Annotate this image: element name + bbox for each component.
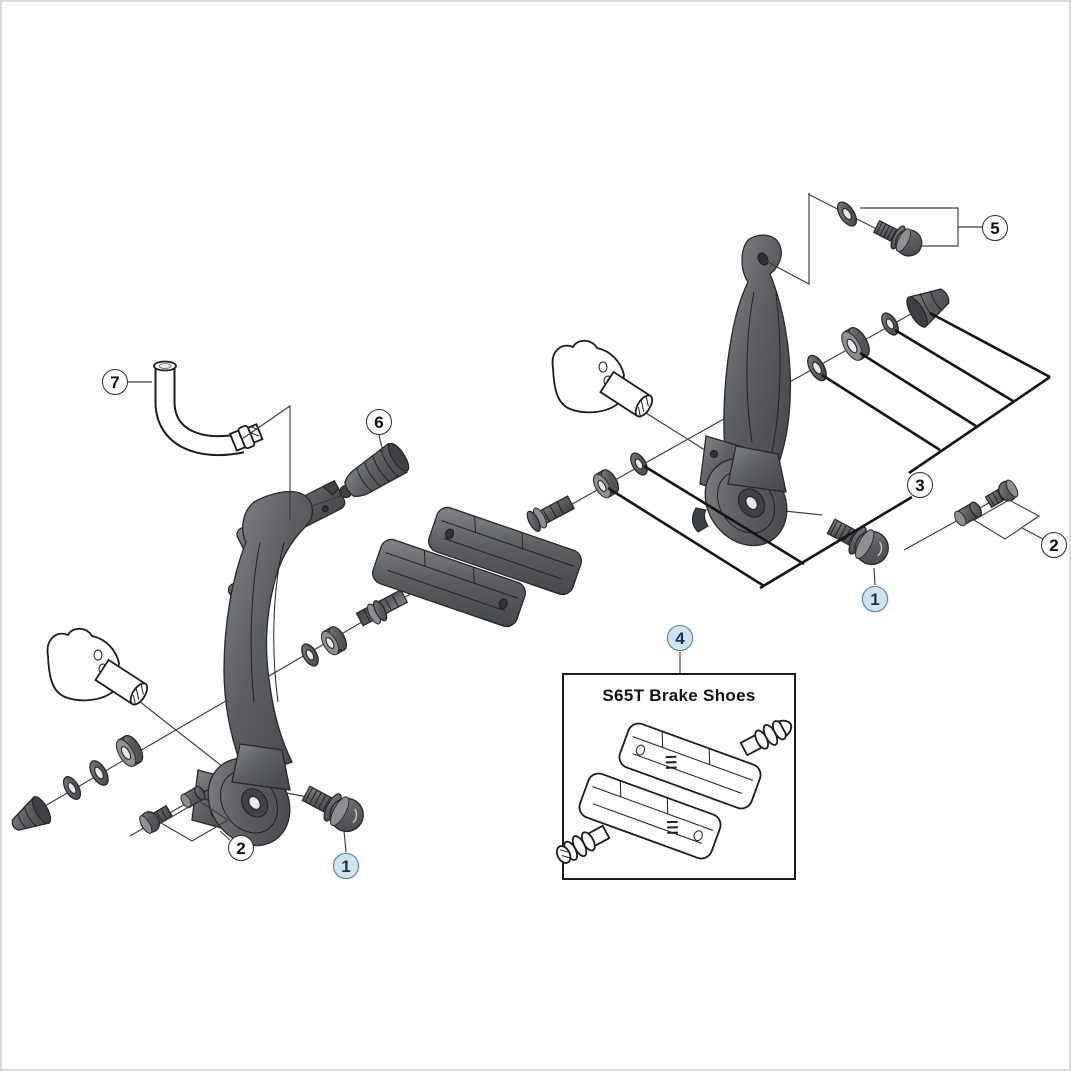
callout-2-left-label: 2 — [236, 838, 246, 858]
callout-2-right-label: 2 — [1049, 535, 1059, 555]
callout-5-badge: 5 — [982, 215, 1008, 241]
callout-7-label: 7 — [110, 372, 120, 392]
unit-3-bracket — [607, 311, 1051, 590]
cable-noodle-pipe — [153, 360, 264, 457]
left-fixing-screw — [139, 804, 174, 834]
right-cable-end-cap — [906, 288, 950, 328]
callout-1-left-badge: 1 — [333, 853, 359, 879]
left-frame-boss — [46, 627, 149, 706]
callout-6-badge: 6 — [366, 409, 392, 435]
callout-1-left-label: 1 — [341, 856, 351, 876]
boxed-shoe-right — [618, 719, 793, 810]
brake-shoe-upper — [427, 495, 583, 596]
brake-shoes-box-title: S65T Brake Shoes — [602, 686, 756, 705]
callout-7-badge: 7 — [102, 369, 128, 395]
right-fixing-screw — [984, 479, 1019, 509]
left-near-bushings — [301, 626, 348, 667]
brake-shoes-box — [555, 673, 796, 880]
right-mount-bolt — [826, 518, 889, 566]
callout-2-right-badge: 2 — [1041, 532, 1067, 558]
left-shoe-washers — [11, 734, 144, 831]
callout-4-label: 4 — [675, 628, 685, 648]
left-brake-arm — [191, 490, 313, 847]
boxed-shoe-left — [555, 772, 722, 864]
brake-shoe-lower — [355, 538, 527, 628]
callout-2-left-badge: 2 — [228, 835, 254, 861]
callout-1-right-label: 1 — [870, 589, 880, 609]
callout-4-badge: 4 — [667, 625, 693, 651]
right-frame-boss — [551, 339, 654, 418]
right-shoe-washers — [807, 288, 950, 382]
left-mount-bolt — [301, 785, 364, 833]
cable-fixing-washer — [836, 201, 858, 227]
callout-3-label: 3 — [915, 475, 925, 495]
right-near-bushings — [592, 452, 648, 499]
callout-6-label: 6 — [374, 412, 384, 432]
callout-3-badge: 3 — [907, 472, 933, 498]
right-brake-arm — [691, 234, 791, 547]
cable-fixing-bolt — [872, 219, 923, 257]
callout-1-right-badge: 1 — [862, 586, 888, 612]
cable-end-cap — [11, 796, 52, 831]
callout-5-label: 5 — [990, 218, 1000, 238]
boot-bellows — [339, 442, 410, 499]
leader-lines — [128, 193, 1044, 853]
